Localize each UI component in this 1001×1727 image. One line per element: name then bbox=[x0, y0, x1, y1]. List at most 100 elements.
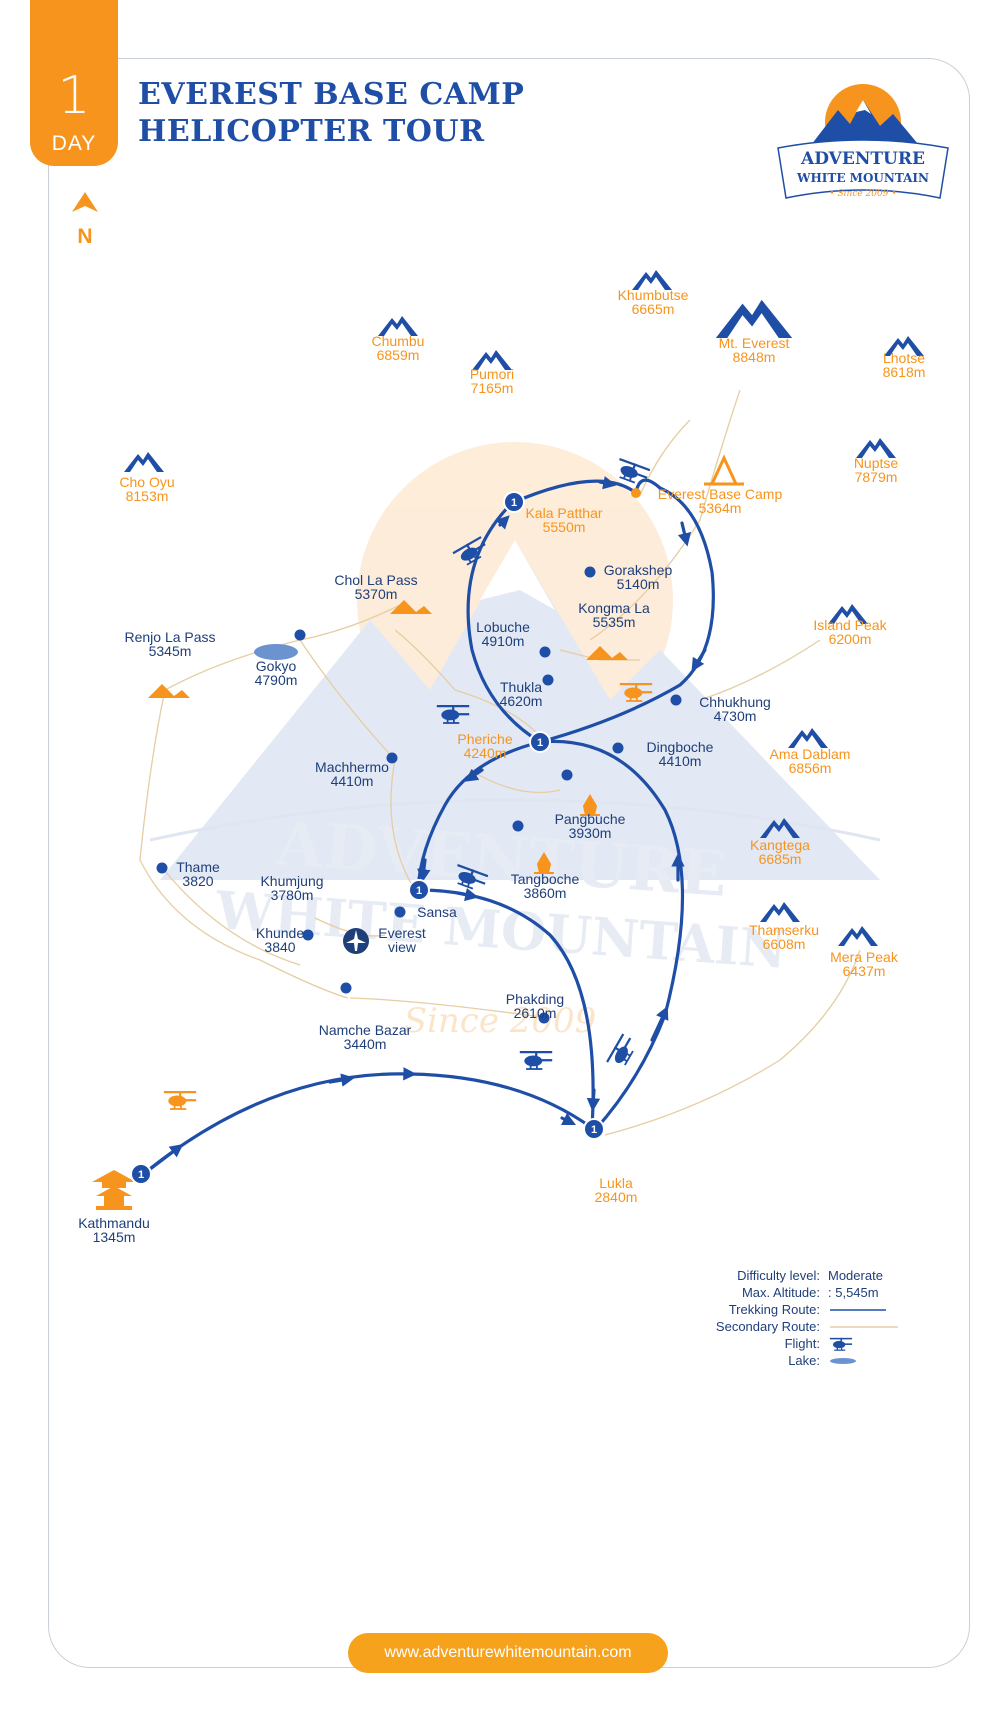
mountain-icon-ama-dablam bbox=[788, 728, 828, 748]
alt-lhotse: 8618m bbox=[883, 364, 926, 380]
website-link[interactable]: www.adventurewhitemountain.com bbox=[348, 1633, 668, 1673]
alt-namche: 3440m bbox=[344, 1036, 387, 1052]
route-pheriche-sansa bbox=[416, 740, 542, 892]
route-ebc-kala bbox=[510, 479, 638, 505]
mountain-icon-cho-oyu bbox=[124, 452, 164, 472]
watermark-since: Since 2009 bbox=[404, 1001, 597, 1041]
label-sansa: Sansa bbox=[417, 904, 457, 920]
label-cho-oyu: Cho Oyu bbox=[119, 474, 174, 490]
alt-kala-patthar: 5550m bbox=[543, 519, 586, 535]
legend-difficulty-value: Moderate bbox=[828, 1268, 883, 1283]
label-everest-view-2: view bbox=[388, 939, 417, 955]
svg-text:1: 1 bbox=[591, 1124, 597, 1136]
watermark-mountain-icon bbox=[160, 540, 880, 880]
label-mt-everest: Mt. Everest bbox=[719, 335, 790, 351]
dot-machhermo bbox=[386, 752, 398, 764]
route-arrow-sansa bbox=[417, 858, 431, 883]
route-lukla-north bbox=[593, 1013, 667, 1132]
label-kongma-la: Kongma La bbox=[578, 600, 650, 616]
label-chhukhung: Chhukhung bbox=[699, 694, 771, 710]
label-lukla: Lukla bbox=[599, 1175, 633, 1191]
label-khumbutse: Khumbutse bbox=[618, 287, 689, 303]
alt-renjo-la: 5345m bbox=[149, 643, 192, 659]
alt-kathmandu: 1345m bbox=[93, 1229, 136, 1245]
alt-thukla: 4620m bbox=[500, 693, 543, 709]
route-arrow-ebc-down bbox=[691, 648, 707, 672]
label-thame: Thame bbox=[176, 859, 220, 875]
dot-gokyo bbox=[294, 629, 306, 641]
route-arrow-lukla-down bbox=[586, 1088, 601, 1112]
logo-line-2: WHITE MOUNTAIN bbox=[796, 171, 929, 185]
alt-island-peak: 6200m bbox=[829, 631, 872, 647]
alt-thame: 3820 bbox=[182, 873, 213, 889]
title-line-2: HELICOPTER TOUR bbox=[138, 114, 485, 149]
dot-gorakshep bbox=[584, 566, 596, 578]
logo-line-1: ADVENTURE bbox=[800, 149, 925, 169]
village-dots bbox=[156, 488, 682, 1024]
flight-route bbox=[139, 476, 715, 1178]
route-markers: 1 1 1 1 1 bbox=[130, 491, 605, 1185]
alt-khumbutse: 6665m bbox=[632, 301, 675, 317]
pass-icon-renjo-la bbox=[148, 684, 190, 698]
lake-icon-gokyo bbox=[254, 644, 298, 660]
label-thukla: Thukla bbox=[500, 679, 542, 695]
alt-gorakshep: 5140m bbox=[617, 576, 660, 592]
alt-khunde: 3840 bbox=[264, 939, 295, 955]
alt-dingboche: 4410m bbox=[659, 753, 702, 769]
label-dingboche: Dingboche bbox=[647, 739, 714, 755]
alt-mt-everest: 8848m bbox=[733, 349, 776, 365]
route-arrow-mid bbox=[328, 1073, 355, 1087]
dot-tangboche-trail bbox=[512, 820, 524, 832]
label-everest-view: Everest bbox=[378, 925, 426, 941]
day-number: 1 bbox=[57, 66, 91, 126]
label-lhotse: Lhotse bbox=[883, 350, 925, 366]
label-pheriche: Pheriche bbox=[457, 731, 512, 747]
alt-kangtega: 6685m bbox=[759, 851, 802, 867]
day-badge: 1 DAY bbox=[30, 0, 118, 166]
alt-pheriche: 4240m bbox=[464, 745, 507, 761]
alt-machhermo: 4410m bbox=[331, 773, 374, 789]
helicopter-icon-kathmandu bbox=[163, 1091, 197, 1110]
lake-icon-legend bbox=[828, 1353, 858, 1368]
dot-lobuche bbox=[539, 646, 551, 658]
alt-lobuche: 4910m bbox=[482, 633, 525, 649]
svg-text:1: 1 bbox=[416, 885, 422, 897]
alt-kongma-la: 5535m bbox=[593, 614, 636, 630]
label-island-peak: Island Peak bbox=[813, 617, 887, 633]
alt-nuptse: 7879m bbox=[855, 469, 898, 485]
route-arrow-kala bbox=[598, 476, 617, 490]
label-thamserku: Thamserku bbox=[749, 922, 819, 938]
helicopter-icon-lukla bbox=[606, 1033, 639, 1071]
airport-icon-everest-view bbox=[343, 928, 369, 954]
pass-icon-chol-la bbox=[390, 600, 432, 614]
alt-khumjung: 3780m bbox=[271, 887, 314, 903]
route-kala-pheriche bbox=[466, 501, 542, 744]
title-line-1: EVEREST BASE CAMP bbox=[138, 77, 525, 112]
alt-mera-peak: 6437m bbox=[843, 963, 886, 979]
alt-chhukhung: 4730m bbox=[714, 708, 757, 724]
label-phakding: Phakding bbox=[506, 991, 564, 1007]
label-tangboche: Tangboche bbox=[511, 871, 580, 887]
label-kathmandu: Kathmandu bbox=[78, 1215, 150, 1231]
alt-tangboche: 3860m bbox=[524, 885, 567, 901]
landmarks bbox=[92, 454, 744, 1210]
alt-lukla: 2840m bbox=[595, 1189, 638, 1205]
logo-since: • Since 2009 • bbox=[829, 189, 896, 199]
dot-sansa bbox=[394, 906, 406, 918]
label-chol-la: Chol La Pass bbox=[334, 572, 417, 588]
dot-pangbuche-trail bbox=[561, 769, 573, 781]
alt-chumbu: 6859m bbox=[377, 347, 420, 363]
alt-thamserku: 6608m bbox=[763, 936, 806, 952]
label-lobuche: Lobuche bbox=[476, 619, 530, 635]
label-khunde: Khunde bbox=[256, 925, 304, 941]
north-label: N bbox=[77, 225, 93, 248]
route-kathmandu-lukla bbox=[139, 1067, 594, 1178]
dot-thame bbox=[156, 862, 168, 874]
marker-kathmandu: 1 bbox=[130, 1163, 152, 1185]
route-east-arc bbox=[538, 739, 685, 1017]
label-namche: Namche Bazar bbox=[319, 1022, 412, 1038]
label-mera-peak: Mera Peak bbox=[830, 949, 899, 965]
route-arrow-to-lukla bbox=[560, 1112, 577, 1126]
route-arrow-kala-up bbox=[495, 515, 510, 530]
route-arrow-north-1 bbox=[650, 1005, 669, 1042]
